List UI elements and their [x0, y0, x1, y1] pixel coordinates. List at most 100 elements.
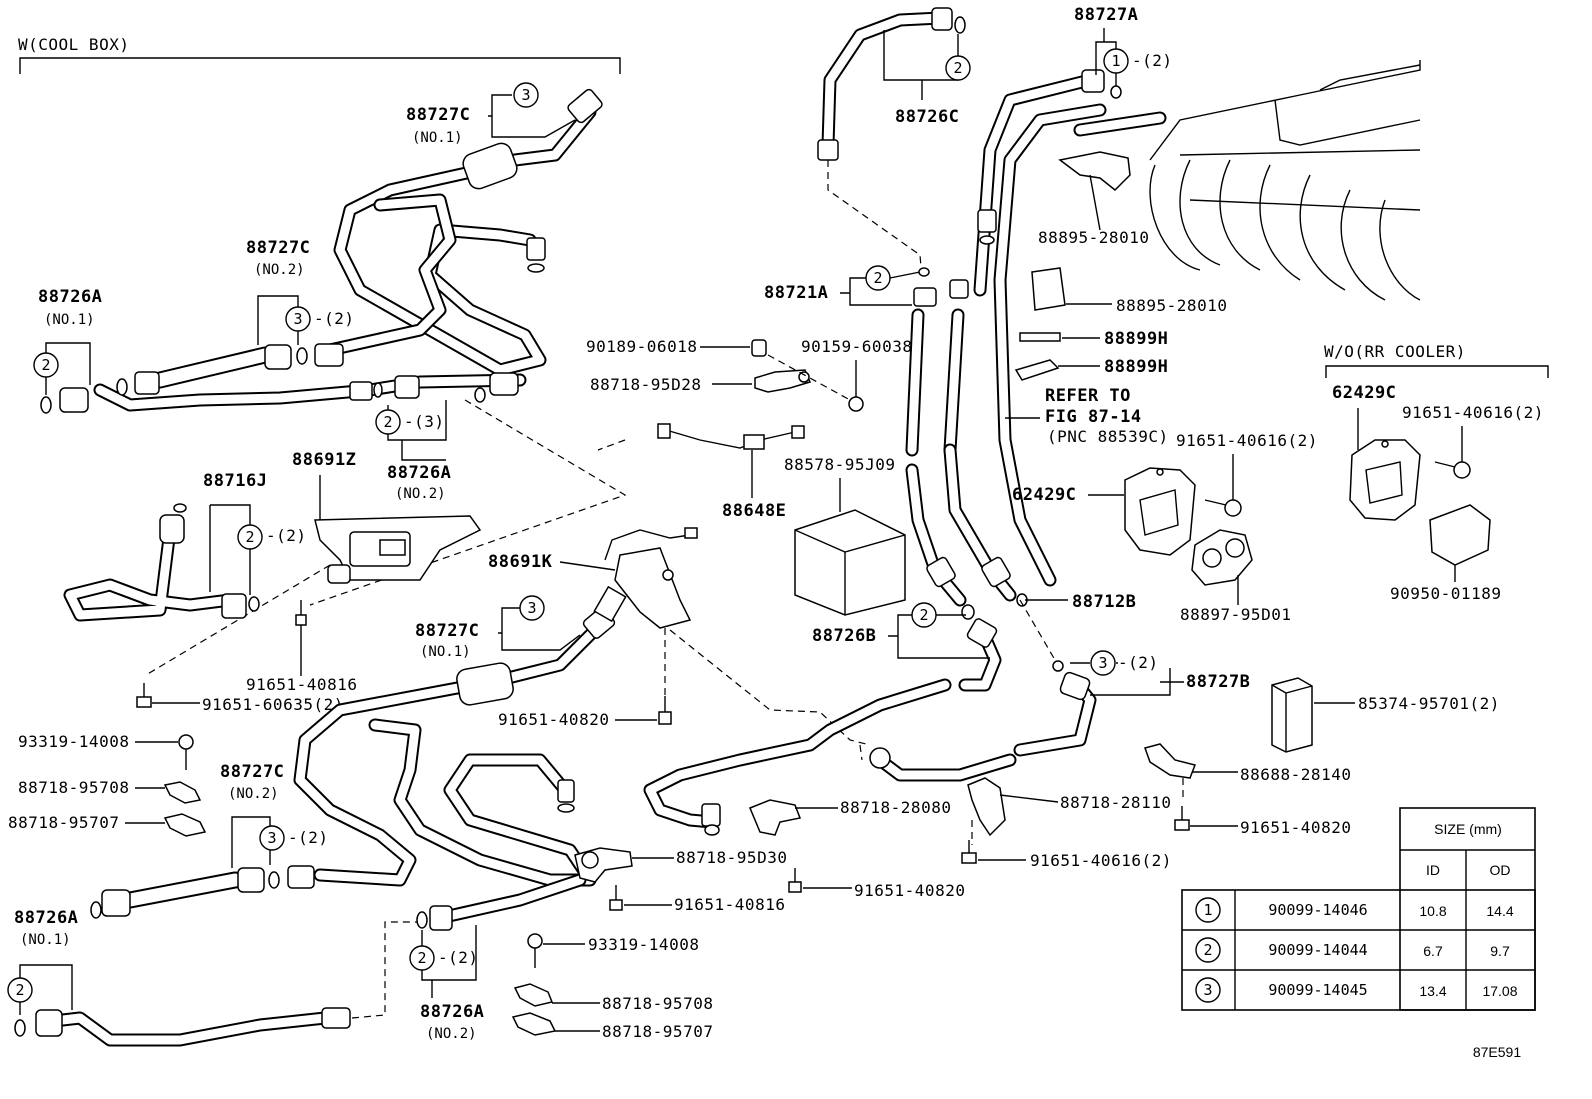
label-88727A: 88727A: [1074, 5, 1138, 25]
size-table: SIZE (mm) ID OD 1 90099-14046 10.8 14.4 …: [1181, 807, 1536, 1011]
label-91651-40616-c: 91651-40616(2): [1402, 403, 1544, 422]
svg-text:-(2): -(2): [438, 948, 479, 967]
amplifier-88578-95J09: [794, 509, 906, 616]
marker-3: [1090, 650, 1116, 676]
marker-2: [237, 524, 263, 550]
leader-88727C-no1-top: [488, 94, 576, 138]
clamp-88718-28080: [749, 799, 802, 836]
wo-bracket: [1325, 365, 1549, 378]
clip-88899H-b: [1014, 359, 1060, 381]
grommet-62429C-a: [1124, 467, 1196, 556]
wire-88691K: [604, 529, 691, 561]
label-85374-95701: 85374-95701(2): [1358, 694, 1500, 713]
harness-88648E: [657, 423, 805, 450]
label-88718-95708-b: 88718-95708: [602, 994, 713, 1013]
leader-88727B: [1090, 668, 1184, 696]
refer-line1: REFER TO: [1045, 386, 1131, 406]
leader-88721A: [840, 271, 921, 306]
label-88726A-no2-top: 88726A: [387, 463, 451, 483]
cap-90950-01189: [1429, 504, 1491, 566]
label-no2-bottom: (NO.2): [426, 1026, 477, 1042]
bolt-91651-40816-a: [295, 600, 307, 626]
bracket-88691K: [593, 547, 692, 629]
bolt-91651-40616-a: [961, 840, 977, 864]
label-88897-95D01: 88897-95D01: [1180, 605, 1291, 624]
svg-text:1: 1: [1203, 901, 1212, 919]
svg-text:2: 2: [873, 269, 882, 287]
svg-text:3: 3: [527, 599, 536, 617]
svg-text:1: 1: [1111, 52, 1120, 70]
label-88727B: 88727B: [1186, 672, 1250, 692]
label-62429C-b: 62429C: [1332, 383, 1396, 403]
label-91651-40820-c: 91651-40820: [1240, 818, 1351, 837]
marker-3: [285, 306, 311, 332]
label-88726C: 88726C: [895, 107, 959, 127]
table-marker-3: [1195, 977, 1221, 1003]
label-90159-60038: 90159-60038: [801, 337, 912, 356]
lower-hose-88726A: [14, 1007, 351, 1047]
label-88718-95707-b: 88718-95707: [602, 1022, 713, 1041]
label-91651-60635: 91651-60635(2): [202, 695, 344, 714]
label-no2-top: (NO.2): [254, 262, 305, 278]
label-no1-bottom: (NO.1): [20, 932, 71, 948]
label-91651-40616-a: 91651-40616(2): [1030, 851, 1172, 870]
svg-text:-(3): -(3): [404, 412, 445, 431]
table-row-od: 9.7: [1490, 943, 1510, 959]
svg-text:2: 2: [919, 606, 928, 624]
label-88726B: 88726B: [812, 626, 876, 646]
label-88726A-no1-top: 88726A: [38, 287, 102, 307]
label-88895-28010-a: 88895-28010: [1038, 228, 1149, 247]
label-88721A: 88721A: [764, 283, 828, 303]
label-91651-40816-b: 91651-40816: [674, 895, 785, 914]
label-88716J: 88716J: [203, 471, 267, 491]
table-marker-1: [1195, 897, 1221, 923]
label-88727C-no1-top: 88727C: [406, 105, 470, 125]
clamp-88718-95D28: [754, 369, 812, 393]
clamp-88718-95708-b: [513, 983, 554, 1007]
svg-text:-(2): -(2): [266, 526, 307, 545]
size-table-header: SIZE (mm): [1434, 821, 1502, 837]
table-row-id: 13.4: [1419, 983, 1446, 999]
svg-text:2: 2: [953, 59, 962, 77]
clamp-88718-95707-a: [163, 813, 207, 837]
label-91651-40616-b: 91651-40616(2): [1176, 431, 1318, 450]
clamp-88718-95707-b: [511, 1012, 557, 1036]
label-88718-28110: 88718-28110: [1060, 793, 1171, 812]
label-88895-28010-b: 88895-28010: [1116, 296, 1227, 315]
table-row-id: 6.7: [1423, 943, 1443, 959]
label-88899H-b: 88899H: [1104, 357, 1168, 377]
label-91651-40820-a: 91651-40820: [498, 710, 609, 729]
upper-left-pipe-assembly: [40, 88, 603, 414]
seal-88895-28010-b: [1031, 267, 1066, 311]
bolt-91651-40820-c: [1174, 806, 1190, 831]
marker-1: [1103, 48, 1129, 74]
label-88712B: 88712B: [1072, 592, 1136, 612]
grommet-62429C-b: [1349, 439, 1421, 521]
label-88727C-no2-bot: 88727C: [220, 762, 284, 782]
bolt-90159-60038: [848, 396, 864, 412]
seal-88895-28010-a: [1058, 151, 1131, 192]
label-no1-top: (NO.1): [412, 130, 463, 146]
label-90950-01189: 90950-01189: [1390, 584, 1501, 603]
label-90189-06018: 90189-06018: [586, 337, 697, 356]
marker-2: [865, 265, 891, 291]
leader-88716J: [209, 504, 251, 595]
cooling-unit-housing: [1149, 60, 1421, 301]
svg-text:3: 3: [1203, 981, 1212, 999]
bolt-91651-60635: [136, 683, 152, 708]
bolt-91651-40820-a: [658, 696, 672, 725]
label-91651-40816-a: 91651-40816: [246, 675, 357, 694]
label-88691K: 88691K: [488, 552, 553, 572]
svg-text:-(2): -(2): [1118, 653, 1159, 672]
bolt-91651-40820-b: [788, 868, 802, 893]
label-91651-40820-b: 91651-40820: [854, 881, 965, 900]
label-88691Z: 88691Z: [292, 450, 356, 470]
label-no1-lower: (NO.1): [420, 644, 471, 660]
lower-right-pipes: [643, 593, 1097, 836]
marker-2: [409, 945, 435, 971]
label-no2-lower: (NO.2): [228, 786, 279, 802]
table-row-id: 10.8: [1419, 903, 1446, 919]
label-93319-14008-b: 93319-14008: [588, 935, 699, 954]
svg-text:2: 2: [245, 528, 254, 546]
